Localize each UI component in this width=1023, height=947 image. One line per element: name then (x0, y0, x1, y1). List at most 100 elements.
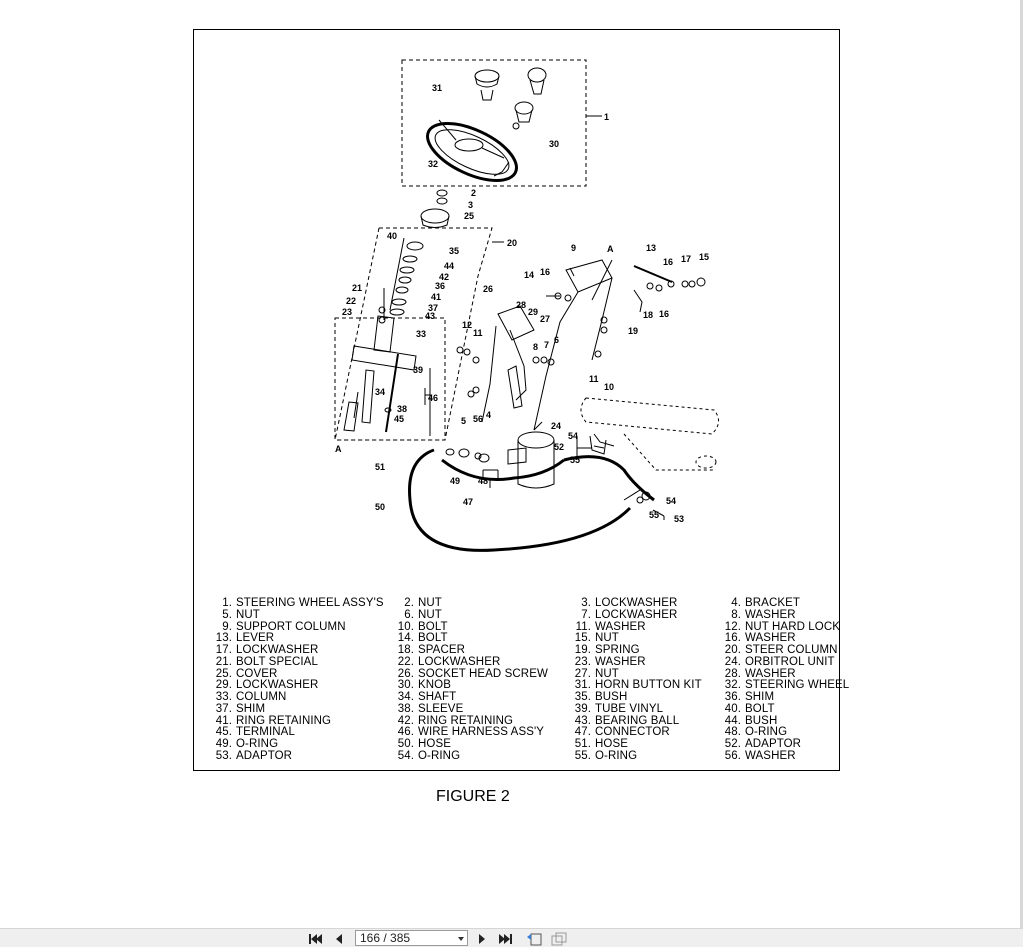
legend-item-name: ADAPTOR (236, 749, 293, 762)
callout-10: 10 (604, 382, 614, 392)
support-column-shape (565, 259, 613, 293)
legend-item-number: 42. (397, 714, 414, 727)
legend-item: 10.BOLT (386, 621, 448, 633)
legend-item: 6.NUT (386, 609, 442, 621)
legend-item-name: STEERING WHEEL (745, 679, 850, 692)
callout-20: 20 (507, 238, 517, 248)
legend-item: 24.ORBITROL UNIT (711, 656, 835, 668)
callout-21: 21 (352, 283, 362, 293)
callout-22: 22 (346, 296, 356, 306)
next-page-icon[interactable] (474, 932, 490, 946)
callout-43: 43 (425, 311, 435, 321)
page-indicator: 166 / 385 (360, 931, 411, 945)
legend-item-number: 34. (397, 691, 414, 703)
callout-7: 7 (544, 340, 549, 350)
hose-51-shape (441, 458, 565, 482)
column-tube-shape (373, 315, 395, 353)
legend-item-number: 9. (222, 620, 232, 633)
legend-item-name: LOCKWASHER (595, 597, 678, 609)
callout-16c: 16 (659, 309, 669, 319)
legend-item-number: 3. (581, 597, 591, 609)
callout-45: 45 (394, 414, 404, 424)
callout-47: 47 (463, 497, 473, 507)
legend-item-name: TERMINAL (236, 726, 295, 739)
legend-item-number: 45. (215, 726, 232, 739)
legend-item-name: SHAFT (418, 691, 457, 703)
legend-item-number: 40. (724, 702, 741, 715)
callout-A1: A (607, 244, 614, 254)
legend-item-name: BRACKET (745, 597, 801, 609)
legend-item-name: BUSH (595, 691, 628, 703)
legend-item: 33.COLUMN (210, 691, 287, 703)
legend-item-number: 15. (574, 632, 591, 645)
go-back-icon[interactable] (526, 932, 542, 946)
legend-item: 38.SLEEVE (386, 702, 464, 715)
legend-item-number: 29. (215, 679, 232, 692)
previous-page-icon[interactable] (331, 932, 347, 946)
legend-item-name: STEER COLUMN (745, 644, 838, 656)
last-page-icon[interactable] (498, 932, 514, 946)
callout-44: 44 (444, 261, 454, 271)
legend-item: 20.STEER COLUMN (711, 644, 838, 656)
legend-item-name: HOSE (595, 738, 628, 750)
legend-item: 19.SPRING (561, 644, 640, 656)
go-forward-icon[interactable] (551, 932, 567, 946)
legend-item-name: SUPPORT COLUMN (236, 620, 346, 633)
callout-19: 19 (628, 326, 638, 336)
legend-item: 27.NUT (561, 668, 619, 680)
hose-50-shape (408, 448, 632, 552)
first-page-icon[interactable] (307, 932, 323, 946)
callout-49: 49 (450, 476, 460, 486)
legend-item-number: 18. (397, 644, 414, 656)
legend-item-name: WASHER (745, 749, 796, 762)
legend-item-name: BOLT (418, 632, 448, 645)
callout-25: 25 (464, 211, 474, 221)
callout-40: 40 (387, 231, 397, 241)
legend-item-name: SHIM (745, 691, 775, 703)
legend-item: 54.O-RING (386, 750, 460, 762)
legend-item-name: WASHER (745, 608, 796, 621)
callout-32: 32 (428, 159, 438, 169)
callout-28: 28 (516, 300, 526, 310)
callout-39: 39 (413, 365, 423, 375)
legend-item: 35.BUSH (561, 691, 628, 703)
legend-item-number: 50. (397, 738, 414, 750)
callout-52: 52 (554, 442, 564, 452)
callout-A2: A (335, 444, 342, 454)
cylinder-outline (580, 397, 719, 435)
legend-item: 28.WASHER (711, 668, 796, 680)
callout-18: 18 (643, 310, 653, 320)
legend-item: 5.NUT (210, 609, 260, 621)
callout-54a: 54 (568, 431, 578, 441)
legend-item-name: RING RETAINING (418, 714, 514, 727)
legend-item-name: HORN BUTTON KIT (595, 679, 702, 692)
page-number-select[interactable]: 166 / 385 (355, 930, 468, 946)
legend-item-number: 21. (215, 655, 232, 668)
legend-item-name: ADAPTOR (745, 738, 802, 750)
legend-item-name: BOLT (418, 620, 448, 633)
legend-item-name: SLEEVE (418, 702, 464, 715)
legend-item-name: NUT (595, 632, 619, 645)
legend-item-name: ORBITROL UNIT (745, 655, 835, 668)
legend-item-name: CONNECTOR (595, 726, 670, 739)
legend-item-number: 25. (215, 667, 232, 680)
legend-item: 8.WASHER (711, 609, 796, 621)
legend-item-number: 37. (215, 702, 232, 715)
legend-item-name: O-RING (595, 749, 638, 762)
legend-item-name: LOCKWASHER (418, 655, 501, 668)
legend-item: 23.WASHER (561, 656, 646, 668)
callout-37: 37 (428, 303, 438, 313)
legend-item: 53.ADAPTOR (210, 750, 292, 762)
legend-item-name: BEARING BALL (595, 714, 680, 727)
legend-item-name: BOLT SPECIAL (236, 655, 318, 668)
legend-item-number: 31. (574, 679, 591, 692)
callout-34: 34 (375, 387, 385, 397)
legend-item-name: LOCKWASHER (595, 608, 678, 621)
legend-item: 26.SOCKET HEAD SCREW (386, 668, 548, 680)
legend-item: 39.TUBE VINYL (561, 703, 663, 715)
callout-29: 29 (528, 307, 538, 317)
pdf-viewer-toolbar: 166 / 385 (0, 928, 1023, 947)
legend-item-name: WASHER (745, 632, 796, 645)
legend-item-number: 1. (222, 597, 232, 609)
chevron-down-icon (458, 937, 464, 941)
